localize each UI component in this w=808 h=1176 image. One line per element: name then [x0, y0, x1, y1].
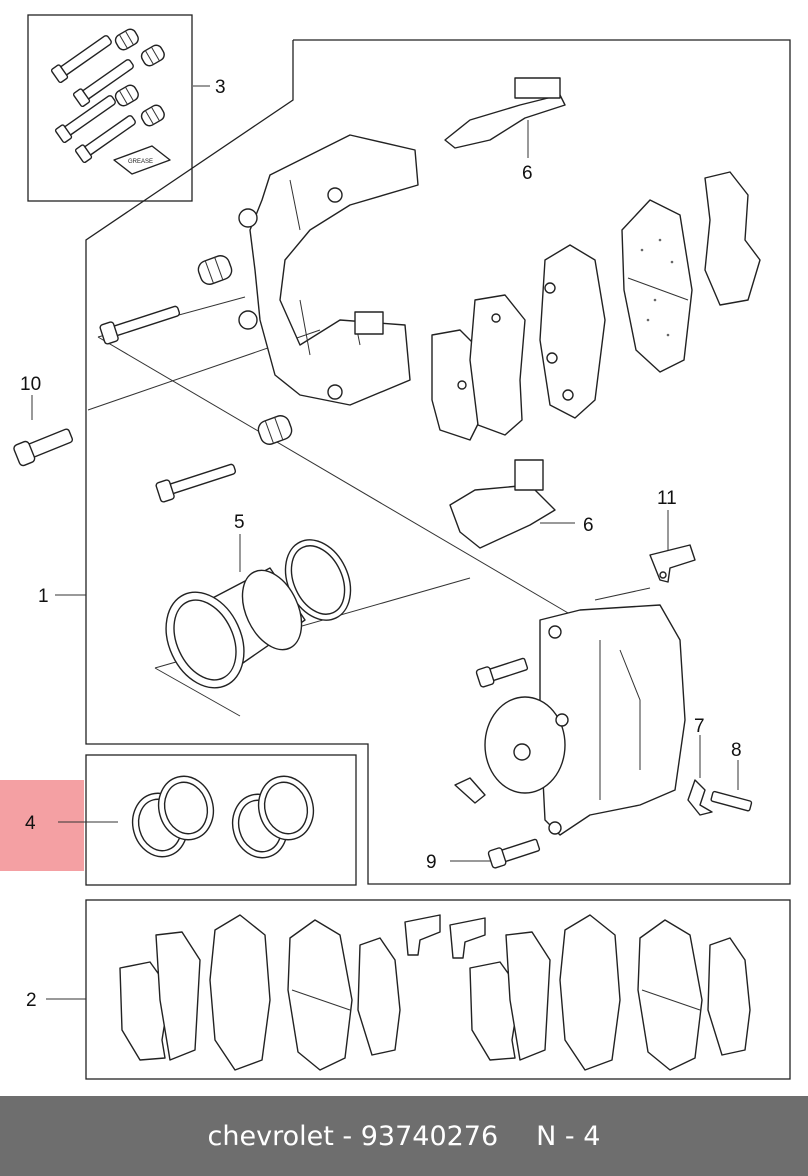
guide-pin-kit-box	[27, 14, 193, 202]
grease-packet-label: GREASE	[128, 159, 153, 165]
footer-brand-part-number: chevrolet - 93740276	[207, 1120, 499, 1152]
brake-pad-outer	[539, 244, 606, 419]
bleeder-tube-7	[687, 779, 713, 816]
callout-7: 7	[694, 716, 705, 737]
housing-bolt	[475, 657, 529, 688]
callout-11: 11	[657, 488, 677, 509]
callout-4-highlight	[0, 780, 84, 871]
anti-rattle-clip-lower	[449, 459, 556, 549]
callout-9: 9	[426, 852, 437, 873]
bolt-9	[487, 838, 541, 869]
pad-kit-parts	[119, 914, 751, 1071]
bleeder-screw-8	[710, 790, 753, 812]
brake-pad-inner	[621, 199, 693, 373]
bolt-10	[13, 428, 74, 467]
callout-3: 3	[215, 77, 226, 98]
caliper-housing	[484, 604, 686, 836]
spring-clip-11	[649, 544, 696, 583]
guide-pins	[99, 255, 293, 503]
seal-kit-box	[85, 754, 357, 886]
pad-shim-rear	[704, 171, 761, 306]
pad-shim-inner	[469, 294, 526, 436]
callout-6-lower: 6	[583, 515, 594, 536]
brake-pad-kit-box	[85, 899, 791, 1080]
guide-pin-kit-parts: GREASE	[50, 28, 171, 175]
callout-4: 4	[25, 813, 36, 834]
callout-1: 1	[38, 586, 49, 607]
callout-5: 5	[234, 512, 245, 533]
callout-10: 10	[20, 374, 41, 395]
footer-bar: chevrolet - 93740276 N - 4	[0, 1096, 808, 1176]
callout-2: 2	[26, 990, 37, 1011]
callout-8: 8	[731, 740, 742, 761]
callout-6-upper: 6	[522, 163, 533, 184]
main-assembly-frame	[85, 39, 791, 885]
footer-diagram-ref: N - 4	[536, 1120, 601, 1152]
caliper-bracket	[238, 134, 419, 406]
brake-caliper-exploded-diagram: GREASE	[0, 14, 791, 1080]
dust-cap	[454, 777, 486, 804]
seal-kit-parts	[131, 775, 315, 859]
caliper-piston	[165, 539, 352, 689]
anti-rattle-clip-upper	[444, 77, 566, 149]
